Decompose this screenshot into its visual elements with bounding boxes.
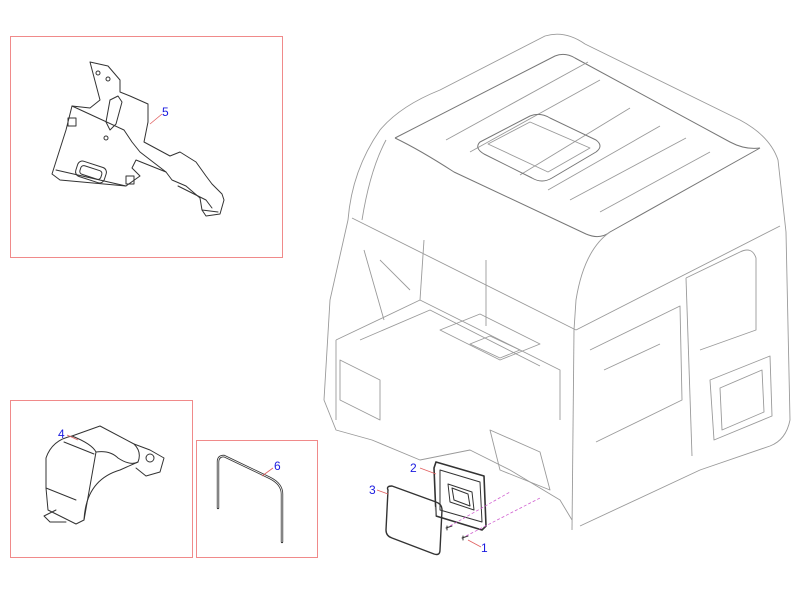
callout-4: 4 — [58, 427, 65, 441]
callout-5: 5 — [162, 105, 169, 119]
leader-line-3 — [376, 489, 389, 495]
detail-panel-part-6 — [196, 440, 318, 558]
part-4-clamp-drawing — [43, 425, 165, 525]
assembly-axis-line — [449, 491, 511, 527]
callout-3: 3 — [369, 483, 376, 497]
part-6-seal-drawing — [216, 454, 284, 544]
part-3-cover-drawing — [385, 485, 443, 556]
detail-panel-part-5 — [10, 36, 283, 258]
part-5-bracket-drawing — [51, 61, 225, 217]
cab-drawing — [323, 33, 791, 531]
leader-line-4 — [66, 434, 79, 441]
part-1-screws-drawing — [445, 525, 469, 541]
leader-line-2 — [419, 467, 437, 475]
callout-6: 6 — [274, 459, 281, 473]
callout-2: 2 — [410, 461, 417, 475]
assembly-axis-line — [465, 497, 541, 537]
leader-line-1 — [467, 539, 482, 548]
leader-line-5 — [149, 113, 163, 125]
callout-1: 1 — [481, 541, 488, 555]
leader-line-6 — [261, 467, 274, 477]
